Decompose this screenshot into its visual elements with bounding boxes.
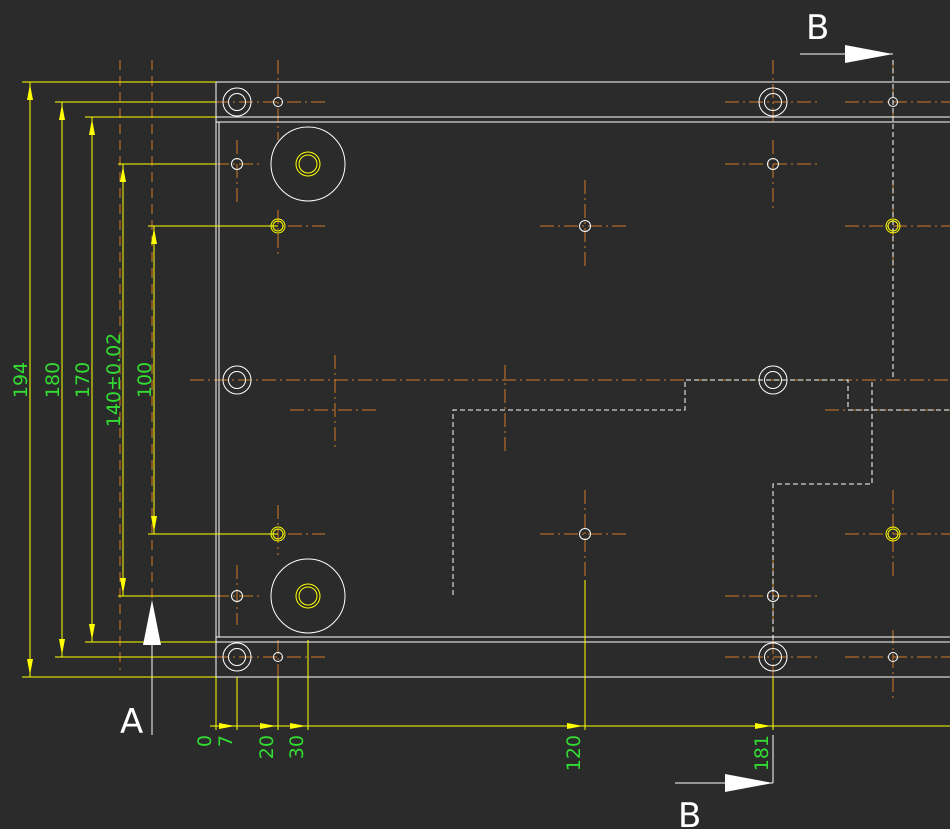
dim-label-194: 194 [10, 362, 32, 398]
dim-label-181: 181 [751, 735, 773, 771]
dim-label-30: 30 [286, 735, 308, 759]
section-labels: A B B [120, 8, 829, 829]
section-arrow-b-top [845, 45, 893, 63]
counterbore-hole [222, 365, 252, 395]
pin-hole [885, 526, 901, 542]
section-label-b-bottom: B [678, 796, 701, 829]
dim-label-0: 0 [194, 735, 216, 747]
holes [222, 87, 901, 672]
dim-label-120: 120 [563, 735, 585, 771]
counterbore-hole [758, 642, 788, 672]
section-label-a: A [120, 702, 143, 742]
counterbore-hole [758, 365, 788, 395]
dim-label-20: 20 [256, 735, 278, 759]
dim-label-140: 140±0.02 [103, 333, 125, 428]
dim-label-180: 180 [42, 362, 64, 398]
large-boss [270, 558, 346, 634]
small-hole [231, 97, 898, 662]
counterbore-hole [222, 642, 252, 672]
vertical-dimension-labels: 194 180 170 140±0.02 100 [10, 333, 156, 428]
dim-label-100: 100 [134, 362, 156, 398]
counterbore-hole [758, 87, 788, 117]
section-arrows [143, 45, 893, 792]
pin-hole [885, 218, 901, 234]
dimension-arrowheads [27, 84, 771, 729]
section-arrow-a [143, 600, 161, 645]
dim-label-7: 7 [215, 735, 237, 747]
part-outline [151, 53, 950, 784]
section-arrow-b-bottom [725, 774, 773, 792]
dimension-lines [22, 81, 950, 730]
dim-label-170: 170 [72, 362, 94, 398]
hidden-lines [452, 60, 950, 640]
horizontal-dimension-labels: 0 7 20 30 120 181 [194, 735, 773, 771]
large-boss [270, 126, 346, 202]
counterbore-hole [222, 87, 252, 117]
section-label-b-top: B [806, 8, 829, 48]
